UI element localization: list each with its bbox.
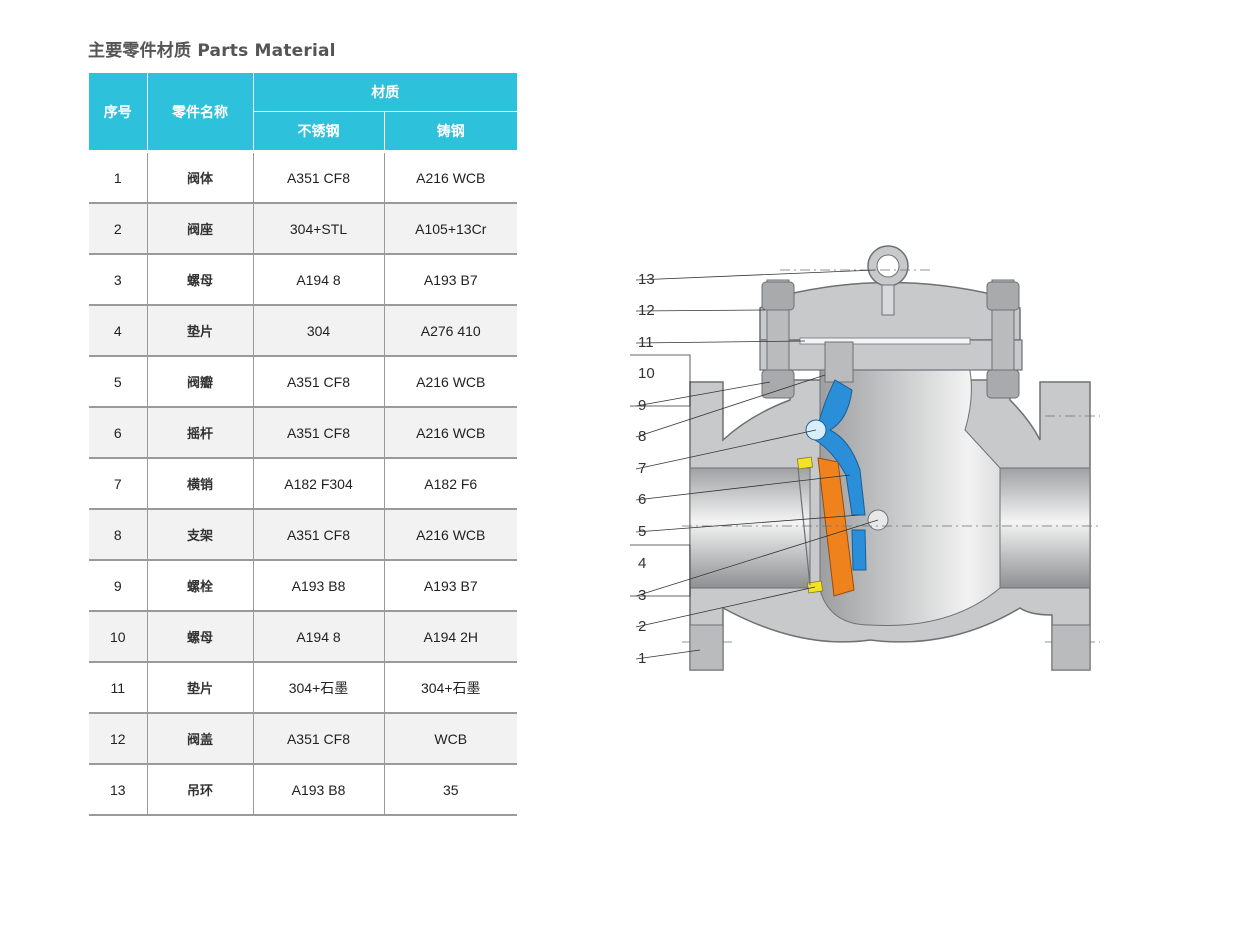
row-part-name: 垫片 (146, 305, 253, 357)
row-stainless: A351 CF8 (252, 407, 384, 459)
row-stainless: A351 CF8 (252, 150, 384, 204)
seat-ring-top (796, 456, 814, 470)
outlet-bore (999, 467, 1091, 589)
row-cast-steel: A276 410 (383, 305, 517, 357)
row-part-name: 阀盖 (146, 713, 253, 765)
row-part-name: 阀瓣 (146, 356, 253, 408)
row-cast-steel: A216 WCB (383, 150, 517, 204)
callout-label: 11 (638, 334, 654, 351)
disc (817, 457, 855, 597)
row-stainless: 304+STL (252, 203, 384, 255)
row-part-name: 阀体 (146, 150, 253, 204)
row-no: 1 (89, 150, 147, 204)
row-stainless: 304+石墨 (252, 662, 384, 714)
row-cast-steel: A105+13Cr (383, 203, 517, 255)
row-part-name: 螺母 (146, 254, 253, 306)
row-cast-steel: A194 2H (383, 611, 517, 663)
header-cast-steel: 铸钢 (383, 111, 517, 152)
row-stainless: 304 (252, 305, 384, 357)
callout-labels: 13 12 11 10 9 8 7 6 5 4 3 2 1 (638, 271, 655, 667)
bracket (824, 341, 854, 383)
page-title: 主要零件材质 Parts Material (88, 41, 336, 61)
callout-label: 10 (638, 365, 655, 382)
callout-label: 12 (638, 302, 655, 319)
callout-label: 8 (638, 428, 646, 445)
row-cast-steel: A216 WCB (383, 407, 517, 459)
row-no: 8 (89, 509, 147, 561)
row-no: 12 (89, 713, 147, 765)
callout-label: 13 (638, 271, 655, 288)
callout-label: 3 (638, 587, 646, 604)
row-cast-steel: A193 B7 (383, 560, 517, 612)
callout-leaders (630, 269, 879, 660)
callout-label: 4 (638, 555, 646, 572)
row-no: 7 (89, 458, 147, 510)
row-no: 4 (89, 305, 147, 357)
row-cast-steel: WCB (383, 713, 517, 765)
row-stainless: A182 F304 (252, 458, 384, 510)
row-part-name: 螺栓 (146, 560, 253, 612)
bonnet-flange (759, 339, 1023, 371)
header-part-name: 零件名称 (146, 73, 253, 152)
row-part-name: 螺母 (146, 611, 253, 663)
row-no: 9 (89, 560, 147, 612)
arm-lower (851, 529, 867, 571)
row-no: 6 (89, 407, 147, 459)
row-stainless: A351 CF8 (252, 509, 384, 561)
row-no: 11 (89, 662, 147, 714)
row-cast-steel: A182 F6 (383, 458, 517, 510)
row-cast-steel: A216 WCB (383, 356, 517, 408)
row-stainless: A194 8 (252, 254, 384, 306)
row-no: 13 (89, 764, 147, 816)
row-no: 5 (89, 356, 147, 408)
row-part-name: 阀座 (146, 203, 253, 255)
row-part-name: 横销 (146, 458, 253, 510)
callout-label: 9 (638, 397, 646, 414)
row-part-name: 吊环 (146, 764, 253, 816)
row-stainless: A351 CF8 (252, 713, 384, 765)
row-part-name: 支架 (146, 509, 253, 561)
row-no: 3 (89, 254, 147, 306)
flange-foot-left (689, 624, 724, 671)
callout-label: 2 (638, 618, 646, 635)
row-part-name: 垫片 (146, 662, 253, 714)
header-stainless: 不锈钢 (252, 111, 384, 152)
row-stainless: A193 B8 (252, 560, 384, 612)
inlet-bore (689, 467, 811, 589)
row-cast-steel: A193 B7 (383, 254, 517, 306)
callout-label: 6 (638, 491, 646, 508)
flange-foot-right (1051, 624, 1091, 671)
swing-check-valve-diagram: 13 12 11 10 9 8 7 6 5 4 3 2 1 (630, 245, 1100, 671)
callout-label: 5 (638, 523, 646, 540)
row-stainless: A194 8 (252, 611, 384, 663)
row-cast-steel: A216 WCB (383, 509, 517, 561)
callout-label: 7 (638, 460, 646, 477)
row-no: 2 (89, 203, 147, 255)
row-stainless: A193 B8 (252, 764, 384, 816)
eye-bolt-stem (881, 284, 895, 316)
row-cast-steel: 304+石墨 (383, 662, 517, 714)
row-part-name: 摇杆 (146, 407, 253, 459)
header-material: 材质 (252, 73, 517, 112)
row-cast-steel: 35 (383, 764, 517, 816)
header-no: 序号 (89, 73, 147, 152)
callout-label: 1 (638, 650, 646, 667)
row-no: 10 (89, 611, 147, 663)
row-stainless: A351 CF8 (252, 356, 384, 408)
